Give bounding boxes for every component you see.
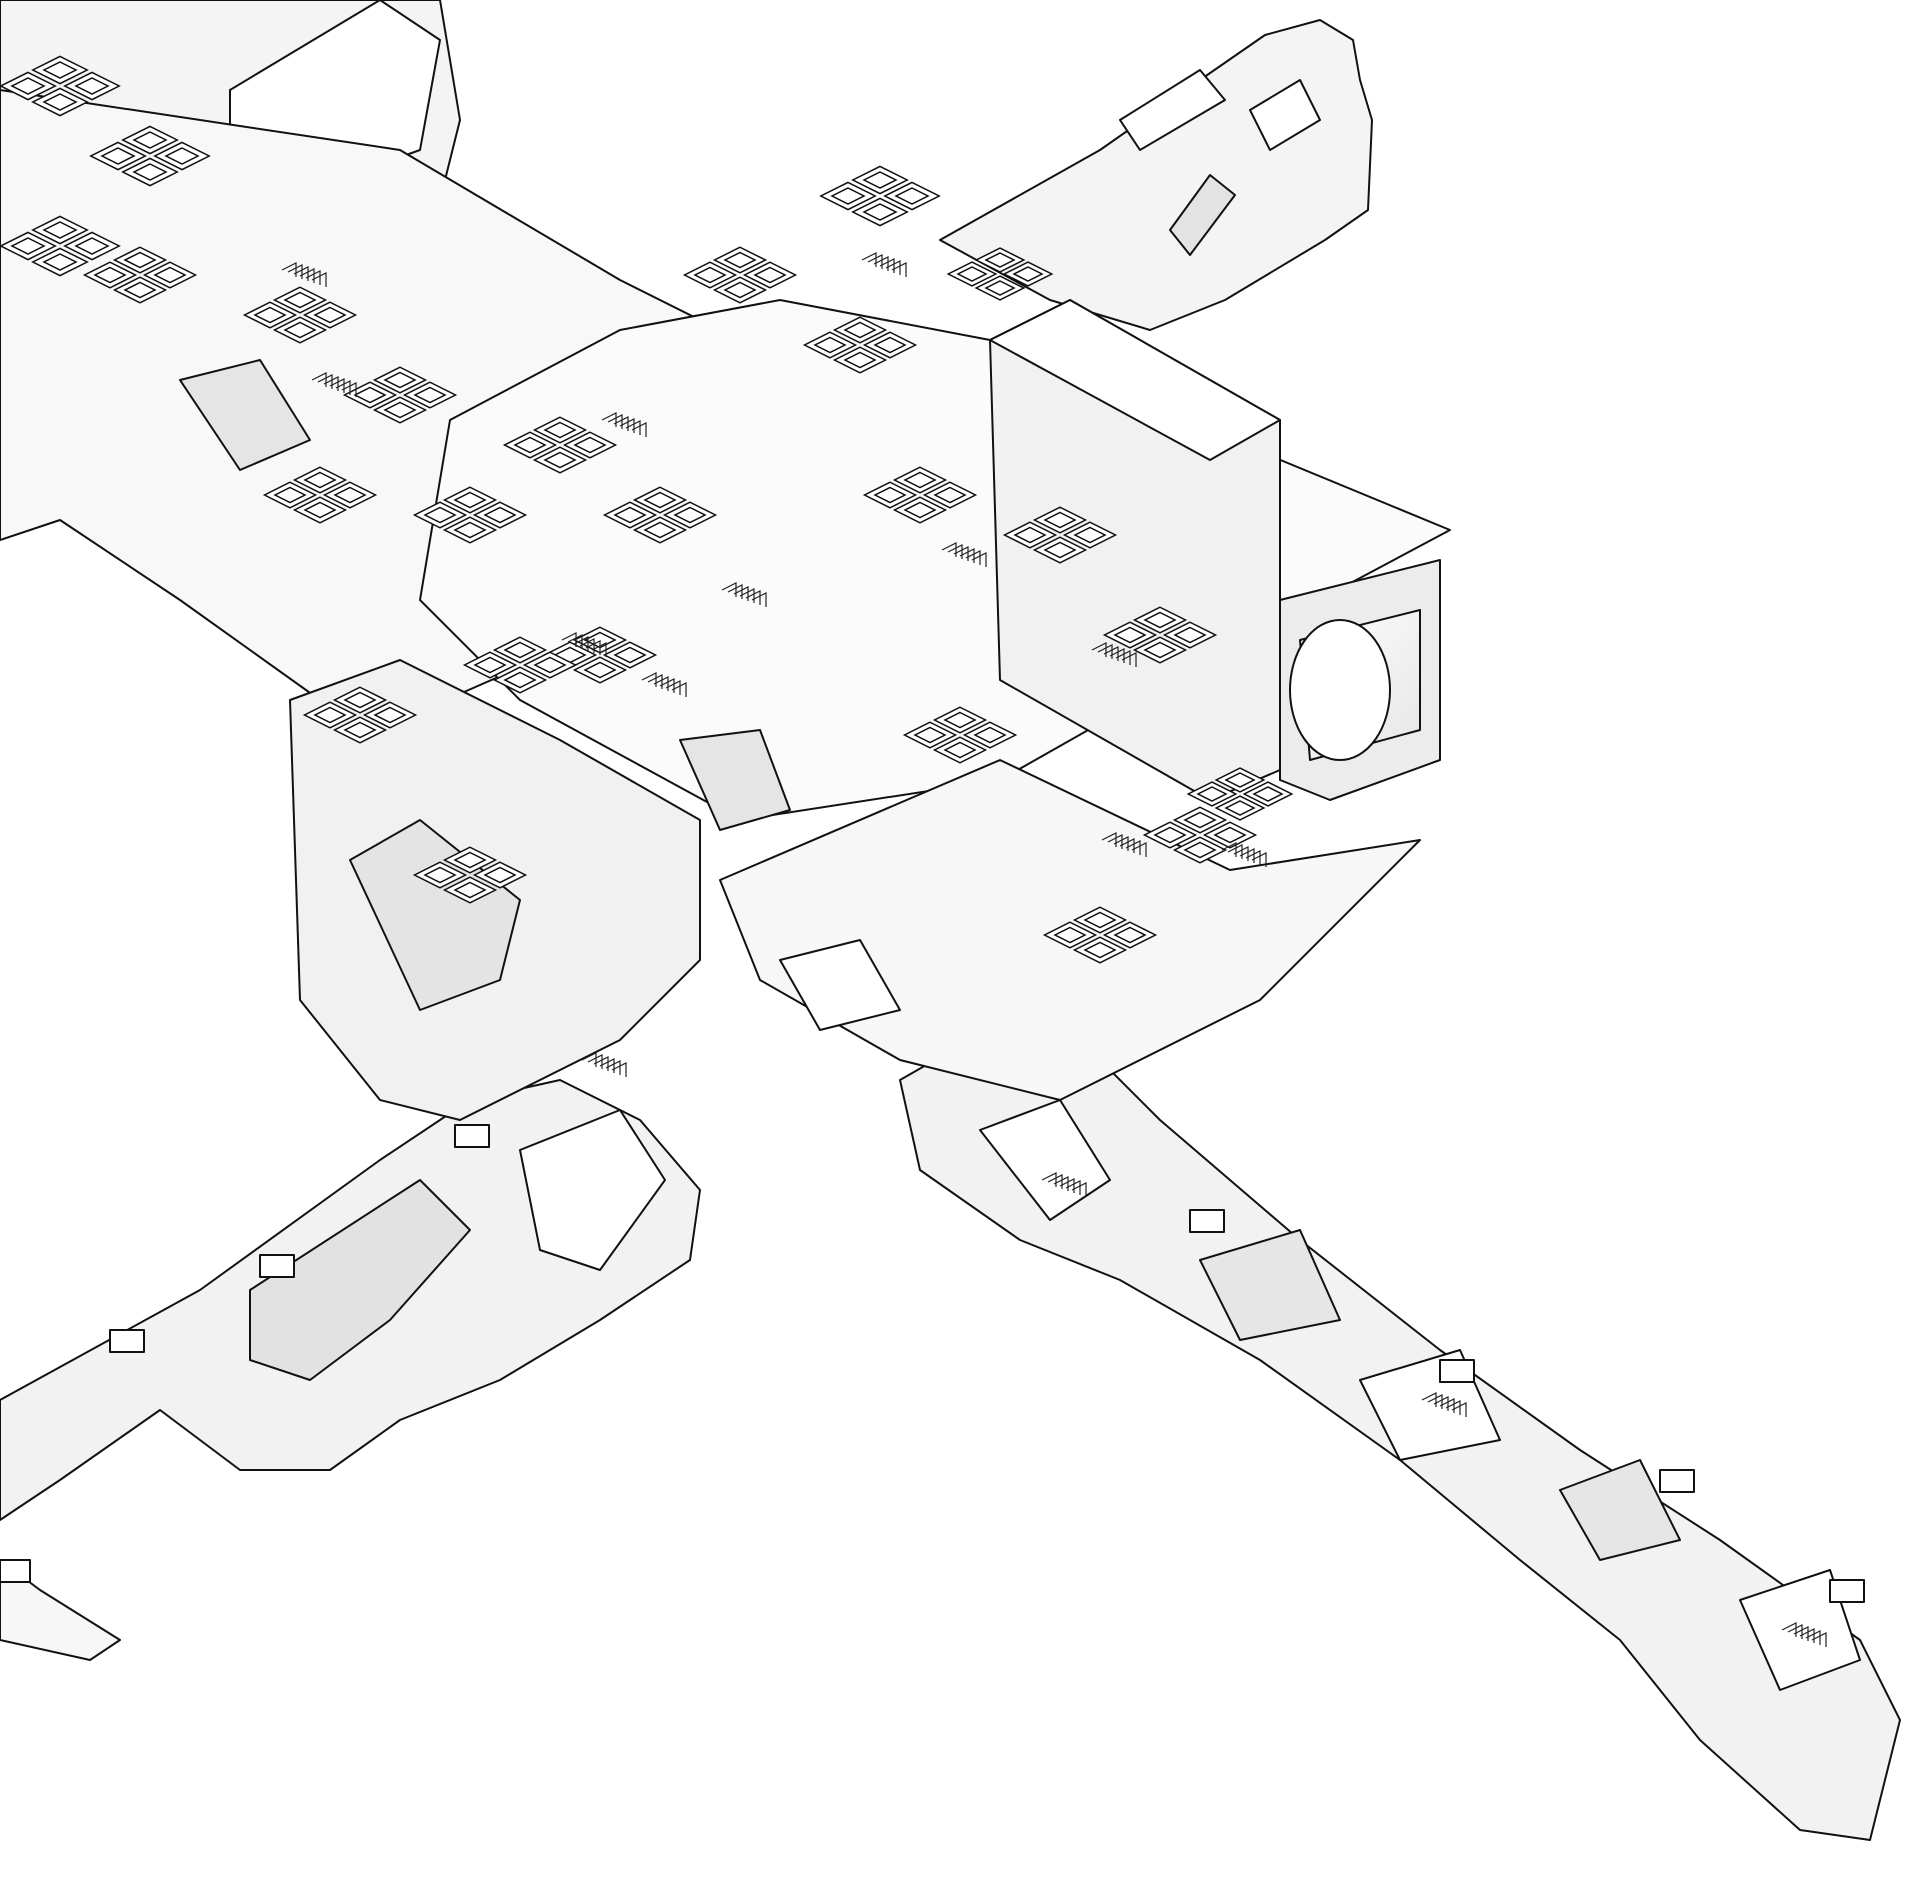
stair-cluster [311,372,357,397]
stair-cluster [601,412,647,437]
stair-cluster [1041,1172,1087,1197]
stair-cluster [1091,642,1137,667]
planter-module [862,466,978,524]
planter-module [819,165,941,227]
stair-cluster [941,542,987,567]
stair-cluster [1421,1392,1467,1417]
planter-module [89,125,211,187]
stair-cluster [641,672,687,697]
stair-cluster [721,582,767,607]
lower-right-arm [899,999,1901,1841]
planter-module [462,636,578,694]
planter-module [412,486,528,544]
planter-module [1186,767,1294,821]
planter-module [1042,906,1158,964]
planter-module [1002,506,1118,564]
planter-module [602,486,718,544]
planter-module [902,706,1018,764]
planter-module [502,416,618,474]
stair-cluster [1221,842,1267,867]
planter-module [262,466,378,524]
upper-right-arm [939,19,1373,331]
planter-module [682,246,798,304]
planter-module [342,366,458,424]
detail-clusters [281,252,1827,1647]
planter-module [1142,806,1258,864]
stair-cluster [1101,832,1147,857]
stair-cluster [861,252,907,277]
planter-module [946,247,1054,301]
planter-module [242,286,358,344]
planter-module [802,316,918,374]
grid-modules [0,55,1294,964]
planter-module [412,846,528,904]
lower-left-arm [0,1079,701,1661]
planter-module [0,215,121,277]
stair-cluster [581,1052,627,1077]
central-mass [0,0,1451,1121]
planter-module [0,55,121,117]
stair-cluster [1781,1622,1827,1647]
planter-module [302,686,418,744]
stair-cluster [281,262,327,287]
planter-module [82,246,198,304]
stair-cluster [561,632,607,657]
planter-module [1102,606,1218,664]
